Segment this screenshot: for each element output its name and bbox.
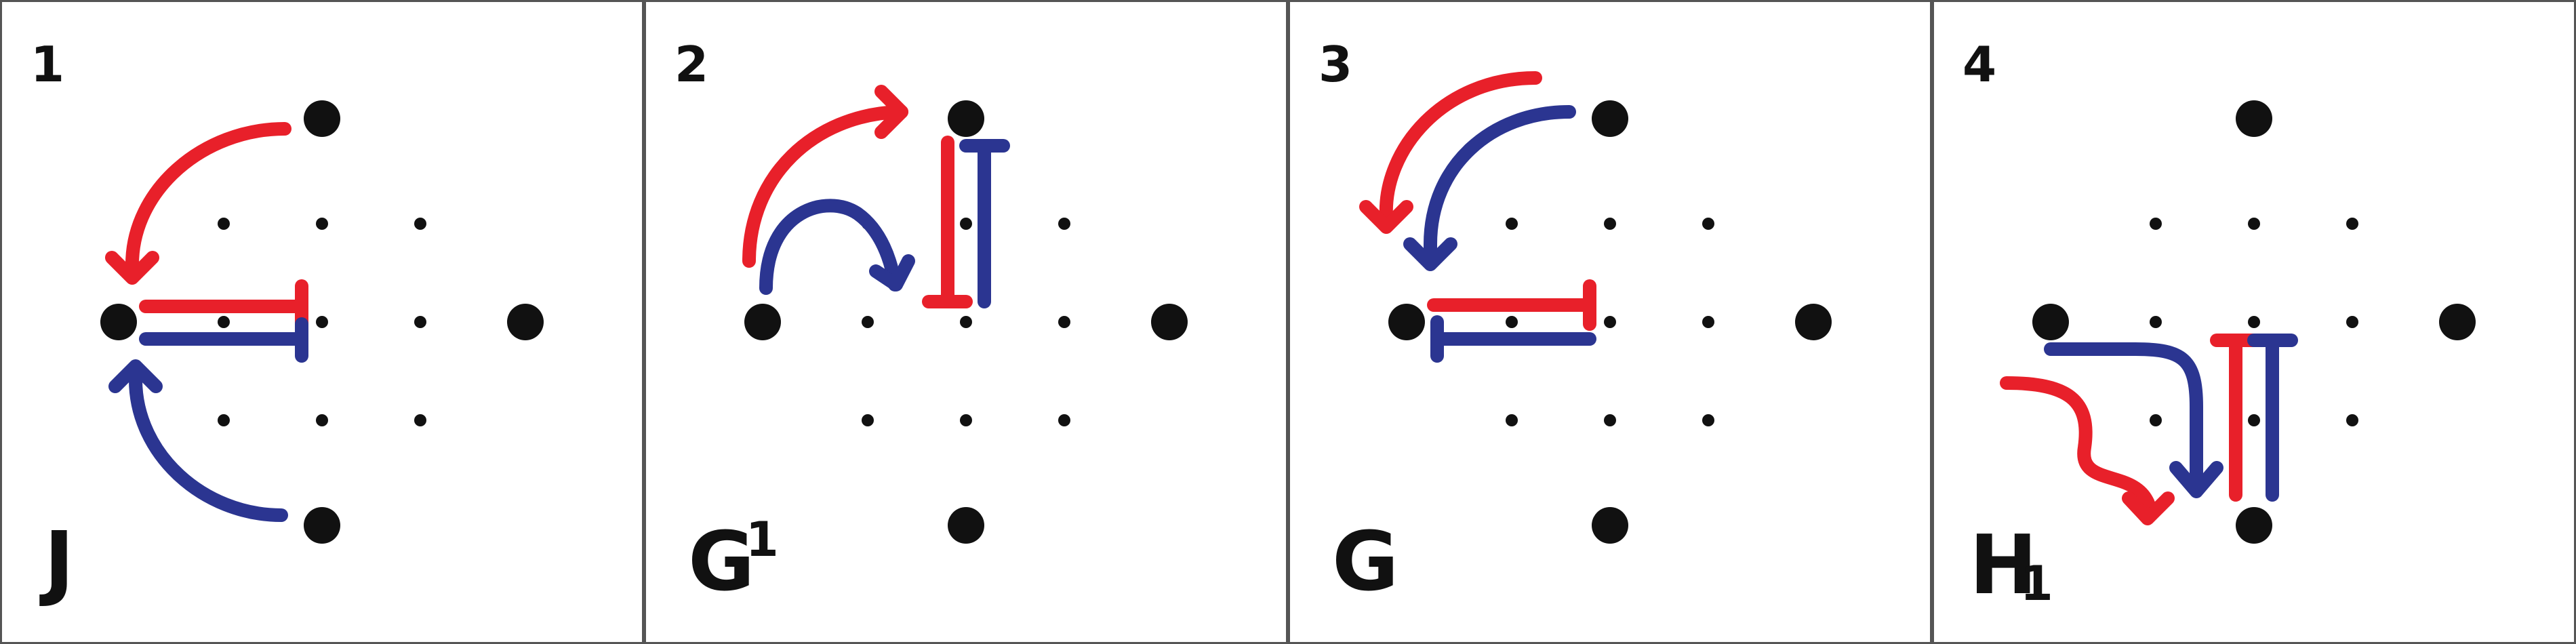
red-arrowhead [105, 251, 159, 285]
red-activation-arrow [2000, 376, 2156, 512]
blue-arrowhead [1403, 237, 1457, 271]
panel-1: 1 J [0, 0, 644, 644]
panel-number: 4 [1963, 36, 1996, 93]
panel-number: 3 [1319, 36, 1352, 93]
blue-arrowhead [108, 359, 163, 393]
red-activation-arrow [742, 105, 908, 268]
panel-label: G [1332, 515, 1399, 609]
panel-number: 1 [31, 36, 64, 93]
panel-label: J [39, 515, 75, 609]
blue-arrowhead [869, 254, 915, 291]
red-activation-arrow [125, 122, 291, 271]
panel-label: G [688, 515, 755, 609]
red-arrowhead [2122, 491, 2175, 525]
blue-activation-arrow [1424, 105, 1576, 268]
panel-label-subscript: 1 [2020, 556, 2053, 611]
blue-activation-arrow [2044, 342, 2203, 495]
panel-3: 3 G [1288, 0, 1932, 644]
blue-activation-arrow [759, 199, 902, 295]
blue-activation-arrow [129, 373, 288, 522]
blue-arrowhead [2169, 461, 2223, 498]
panel-label: H [1969, 519, 2037, 613]
panel-4: 4 H 1 [1932, 0, 2576, 644]
red-arrowhead [874, 85, 908, 139]
panel-number: 2 [675, 36, 708, 93]
red-activation-arrow [1379, 71, 1542, 230]
panel-label-superscript: 1 [746, 512, 779, 567]
panel-2: 2 G 1 [644, 0, 1288, 644]
red-arrowhead [1359, 200, 1413, 234]
